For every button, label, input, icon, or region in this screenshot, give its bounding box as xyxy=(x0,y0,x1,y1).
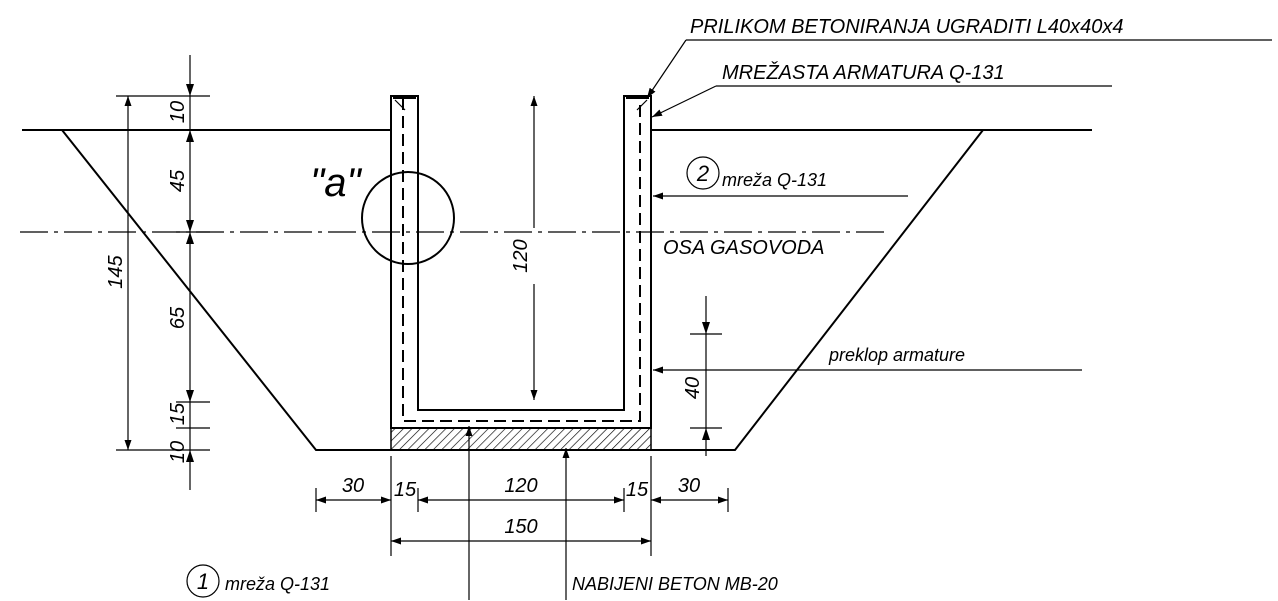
arrow-40-b xyxy=(702,428,710,440)
arrow-65-b xyxy=(186,390,194,402)
arrow-65-a xyxy=(186,232,194,244)
arrow-45-b xyxy=(186,220,194,232)
mesh2-text: mreža Q-131 xyxy=(722,170,827,190)
dim-bottom-15-right: 15 xyxy=(626,479,649,501)
dim-bottom-30-left: 30 xyxy=(342,475,364,497)
dim-left-65: 65 xyxy=(167,306,189,329)
steel-angle-right-diag xyxy=(636,99,648,111)
mesh2-number: 2 xyxy=(696,161,709,186)
leader-angle xyxy=(646,39,687,99)
arrow-10top-a xyxy=(186,84,194,96)
dim-bottom-120: 120 xyxy=(504,475,537,497)
detail-a-circle xyxy=(361,171,455,265)
dim-bottom-150: 150 xyxy=(504,516,537,538)
dim-left-45: 45 xyxy=(167,169,189,192)
dim-left-10-top: 10 xyxy=(167,101,189,123)
dim-left-145: 145 xyxy=(105,254,127,288)
arrow-10top-b xyxy=(186,130,194,142)
dim-inner-120: 120 xyxy=(510,239,532,272)
dim-overlap-40: 40 xyxy=(682,377,704,399)
dim-bottom-15-left: 15 xyxy=(394,479,417,501)
mesh1-circle xyxy=(186,564,220,598)
note-concrete: NABIJENI BETON MB-20 xyxy=(572,574,778,594)
note-angle: PRILIKOM BETONIRANJA UGRADITI L40x40x4 xyxy=(690,16,1123,38)
mesh2-circle xyxy=(686,156,720,190)
mesh1-number: 1 xyxy=(197,569,209,594)
note-mesh: MREŽASTA ARMATURA Q-131 xyxy=(722,61,1005,84)
arrow-10bot-a xyxy=(186,450,194,462)
note-overlap: preklop armature xyxy=(828,345,965,365)
leader-mesh xyxy=(651,85,717,118)
concrete-base-hatch xyxy=(390,427,652,451)
dim-left-10-bottom: 10 xyxy=(167,441,189,463)
dim-left-15: 15 xyxy=(167,402,189,425)
mesh1-text: mreža Q-131 xyxy=(225,574,330,594)
steel-angle-left-diag xyxy=(394,99,406,111)
arrow-40-a xyxy=(702,322,710,334)
detail-a-label: "a" xyxy=(310,161,362,205)
dim-bottom-30-right: 30 xyxy=(678,475,700,497)
rebar-mesh xyxy=(402,98,641,422)
gas-pipe-axis-label: OSA GASOVODA xyxy=(663,237,825,259)
